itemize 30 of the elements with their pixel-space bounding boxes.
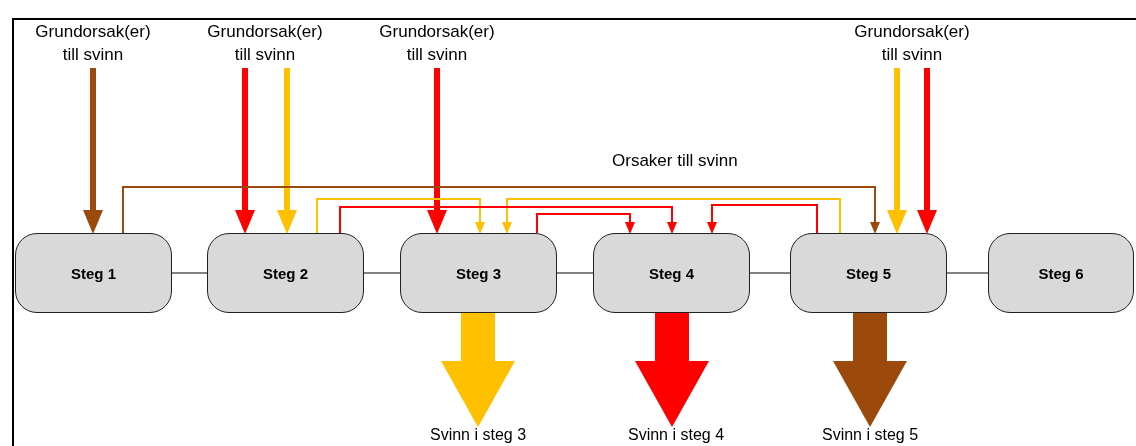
loss-label: Svinn i steg 5 — [821, 426, 919, 444]
arrow — [635, 313, 709, 427]
connector-line — [363, 272, 401, 274]
arrow — [316, 198, 485, 234]
connector-line — [749, 272, 791, 274]
arrow — [707, 204, 818, 234]
arrow — [427, 68, 447, 234]
arrow — [277, 68, 297, 234]
process-box: Steg 6 — [988, 233, 1134, 313]
process-box: Steg 2 — [207, 233, 364, 313]
arrow — [235, 68, 255, 234]
section-label: Orsaker till svinn — [612, 151, 738, 171]
arrow — [122, 186, 880, 234]
arrow — [83, 68, 103, 234]
loss-label: Svinn i steg 4 — [627, 426, 725, 444]
process-box: Steg 1 — [15, 233, 172, 313]
connector-line — [171, 272, 208, 274]
connector-line — [946, 272, 989, 274]
arrow — [833, 313, 907, 427]
arrow — [502, 198, 841, 234]
arrow — [917, 68, 937, 234]
process-box: Steg 4 — [593, 233, 750, 313]
arrow — [536, 213, 635, 234]
process-box: Steg 3 — [400, 233, 557, 313]
arrow — [887, 68, 907, 234]
connector-line — [556, 272, 594, 274]
loss-label: Svinn i steg 3 — [429, 426, 527, 444]
process-box: Steg 5 — [790, 233, 947, 313]
arrow — [339, 206, 677, 234]
arrow — [441, 313, 515, 427]
